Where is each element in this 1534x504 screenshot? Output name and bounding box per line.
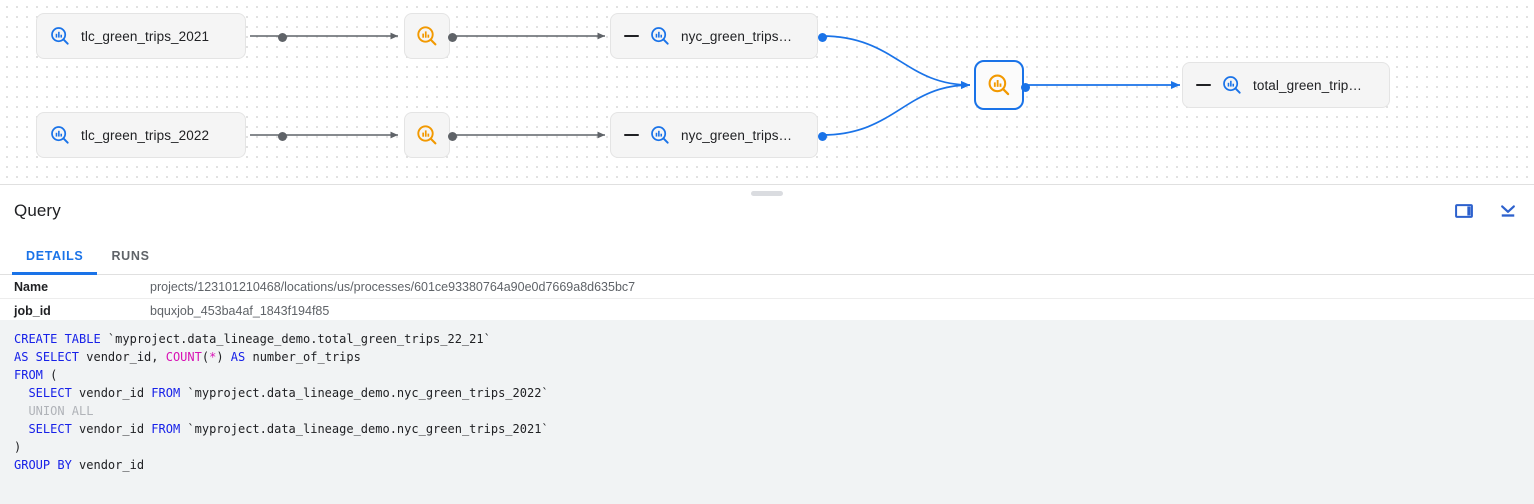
minus-icon [623, 34, 639, 38]
detail-value: bquxjob_453ba4af_1843f194f85 [150, 303, 330, 318]
graph-node-process-selected[interactable] [974, 60, 1030, 110]
code-token: * [209, 350, 217, 364]
code-token: COUNT [165, 350, 202, 364]
detail-key: job_id [14, 303, 51, 318]
code-token: UNION ALL [14, 404, 94, 418]
graph-node-tlc-green-trips-2022[interactable]: tlc_green_trips_2022 [36, 112, 287, 158]
query-details-panel: Query DETAILS RUNS Name projects/1231012… [0, 184, 1534, 504]
code-token: vendor_id [79, 386, 152, 400]
node-output-port[interactable] [448, 32, 457, 42]
code-line: FROM ( [14, 366, 1534, 384]
collapse-node-toggle[interactable] [1189, 83, 1217, 87]
graph-node-tlc-green-trips-2021[interactable]: tlc_green_trips_2021 [36, 13, 287, 59]
code-token: ( [201, 350, 210, 364]
code-token: FROM [151, 422, 188, 436]
code-token: vendor_id [79, 458, 145, 472]
split-pane-icon[interactable] [1452, 199, 1476, 223]
sql-code-block[interactable]: CREATE TABLE `myproject.data_lineage_dem… [0, 320, 1534, 504]
detail-key: Name [14, 279, 49, 294]
code-token: GROUP BY [14, 458, 80, 472]
node-output-port[interactable] [278, 131, 287, 141]
code-line: UNION ALL [14, 402, 1534, 420]
panel-title: Query [14, 201, 61, 220]
code-token: AS [230, 350, 253, 364]
code-line: ) [14, 438, 1534, 456]
edge-layer [250, 32, 1180, 139]
code-token: AS SELECT [14, 350, 87, 364]
code-line: AS SELECT vendor_id, COUNT(*) AS number_… [14, 348, 1534, 366]
detail-value: projects/123101210468/locations/us/proce… [150, 279, 636, 294]
code-token: CREATE TABLE [14, 332, 108, 346]
code-line: CREATE TABLE `myproject.data_lineage_dem… [14, 330, 1534, 348]
code-token: number_of_trips [252, 350, 361, 364]
graph-node-label: tlc_green_trips_2022 [81, 127, 210, 143]
panel-resize-handle[interactable] [751, 191, 783, 196]
node-output-port[interactable] [818, 32, 827, 42]
node-output-port[interactable] [1021, 82, 1030, 92]
code-token: vendor_id [79, 422, 152, 436]
graph-node-nyc-green-trips-bottom[interactable]: nyc_green_trips… [610, 112, 827, 158]
code-token: SELECT [28, 386, 80, 400]
table-search-icon [49, 25, 71, 47]
process-search-icon [415, 24, 439, 48]
code-token: ( [50, 368, 58, 382]
collapse-node-toggle[interactable] [617, 133, 645, 137]
minus-icon [623, 133, 639, 137]
graph-node-process-1[interactable] [404, 13, 457, 59]
process-search-icon [986, 72, 1012, 98]
code-token: `myproject.data_lineage_demo.total_green… [107, 332, 491, 346]
collapse-panel-icon[interactable] [1496, 199, 1520, 223]
graph-node-label: total_green_trip… [1253, 77, 1363, 93]
graph-node-total-green-trips[interactable]: total_green_trip… [1182, 62, 1390, 108]
minus-icon [1195, 83, 1211, 87]
tab-runs[interactable]: RUNS [97, 237, 163, 274]
code-line: GROUP BY vendor_id [14, 456, 1534, 474]
table-search-icon [1221, 74, 1243, 96]
code-line: SELECT vendor_id FROM `myproject.data_li… [14, 420, 1534, 438]
code-token: SELECT [28, 422, 80, 436]
table-search-icon [649, 25, 671, 47]
graph-node-label: nyc_green_trips… [681, 28, 793, 44]
process-search-icon [415, 123, 439, 147]
code-token: FROM [14, 368, 51, 382]
collapse-node-toggle[interactable] [617, 34, 645, 38]
tab-details[interactable]: DETAILS [12, 237, 98, 275]
table-search-icon [649, 124, 671, 146]
panel-header: Query [0, 185, 1534, 237]
graph-node-nyc-green-trips-top[interactable]: nyc_green_trips… [610, 13, 827, 59]
code-token [14, 386, 28, 400]
code-token [14, 422, 28, 436]
node-output-port[interactable] [448, 131, 457, 141]
code-line: SELECT vendor_id FROM `myproject.data_li… [14, 384, 1534, 402]
lineage-graph-canvas[interactable]: tlc_green_trips_2021 [0, 0, 1534, 184]
graph-node-label: tlc_green_trips_2021 [81, 28, 210, 44]
panel-header-actions [1452, 199, 1520, 223]
panel-tabs: DETAILS RUNS [0, 237, 1534, 275]
code-token: `myproject.data_lineage_demo.nyc_green_t… [187, 386, 549, 400]
node-output-port[interactable] [818, 131, 827, 141]
table-search-icon [49, 124, 71, 146]
code-token: ) [216, 350, 231, 364]
code-token: `myproject.data_lineage_demo.nyc_green_t… [187, 422, 549, 436]
code-token: vendor_id, [86, 350, 166, 364]
details-table: Name projects/123101210468/locations/us/… [0, 275, 1534, 323]
graph-node-label: nyc_green_trips… [681, 127, 793, 143]
code-token: ) [14, 440, 22, 454]
detail-row-name: Name projects/123101210468/locations/us/… [0, 275, 1534, 299]
graph-node-process-2[interactable] [404, 112, 457, 158]
node-output-port[interactable] [278, 32, 287, 42]
code-token: FROM [151, 386, 188, 400]
